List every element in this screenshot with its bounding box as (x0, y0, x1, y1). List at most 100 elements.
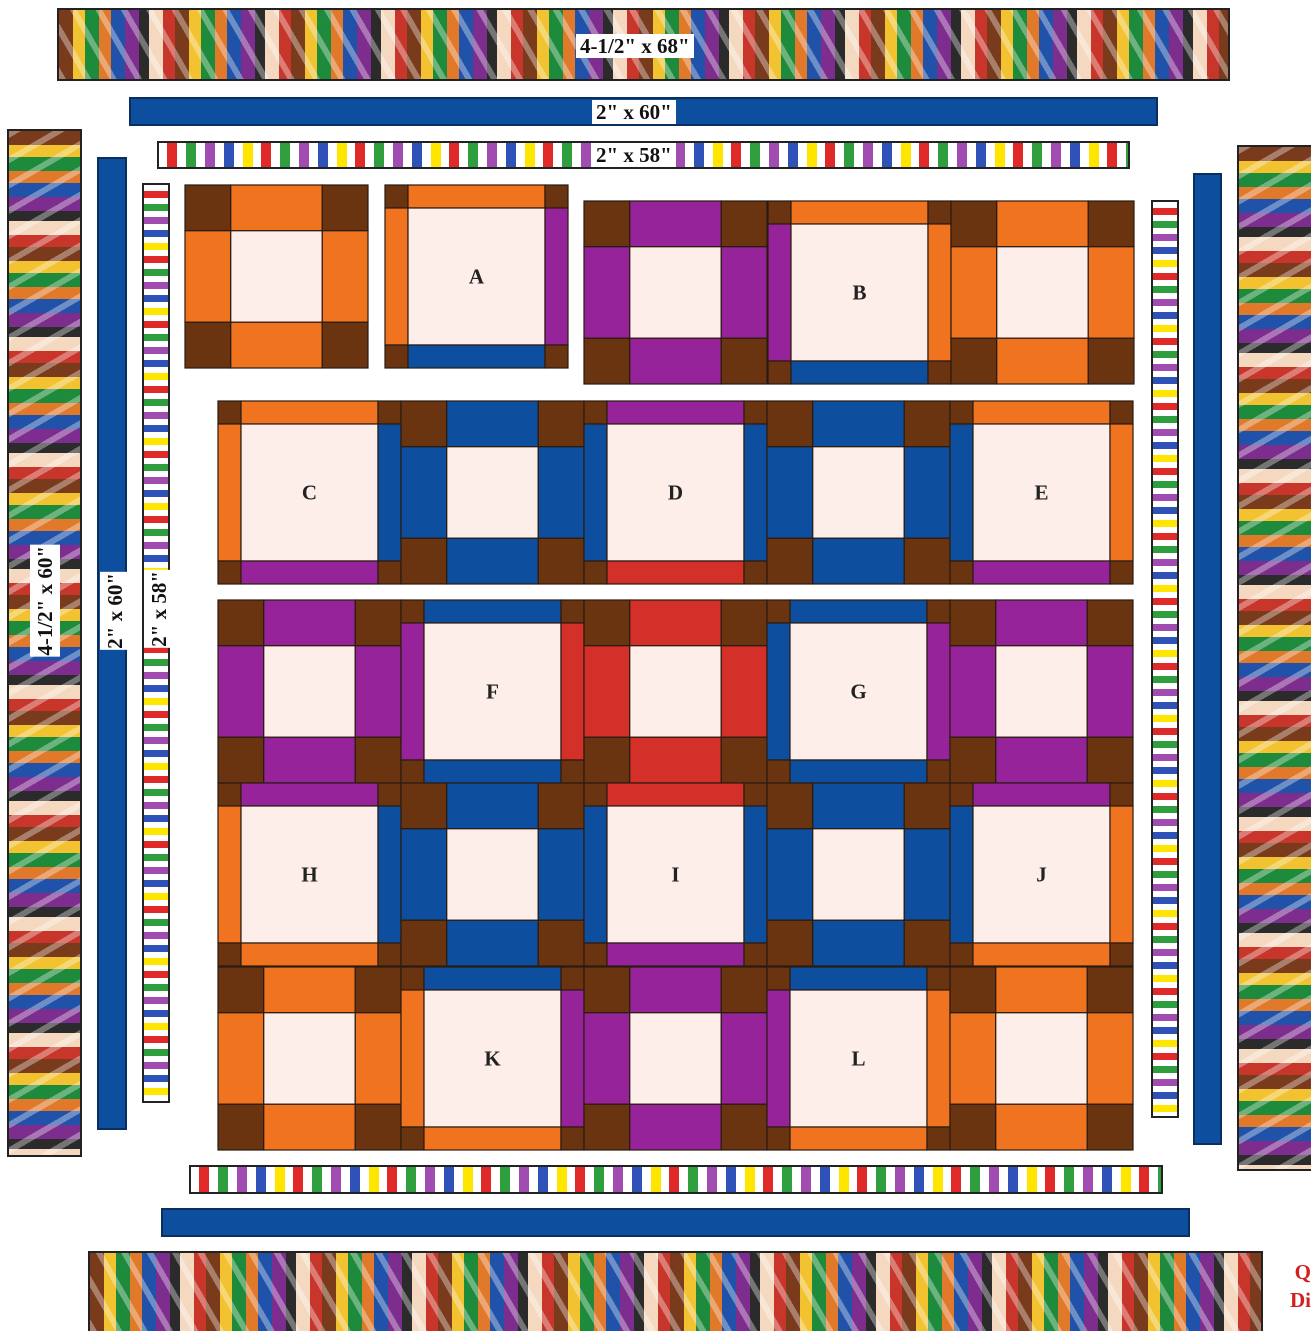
corner-square (767, 783, 813, 829)
corner-square (218, 1104, 264, 1150)
side-bar (904, 829, 950, 921)
corner-square (538, 401, 584, 447)
corner-square (767, 920, 813, 966)
center-square (996, 646, 1088, 738)
corner-square (401, 401, 447, 447)
corner-square (355, 1104, 401, 1150)
side-bar (630, 1104, 722, 1150)
left-strip (584, 806, 607, 943)
block-letter: G (850, 680, 866, 704)
side-bar (264, 1104, 356, 1150)
corner-square (538, 538, 584, 584)
corner-square (767, 967, 790, 990)
side-bar (950, 1013, 996, 1105)
corner-square (744, 783, 767, 806)
right-strip (561, 623, 584, 760)
quilt-block (218, 600, 401, 783)
side-bar (813, 783, 905, 829)
corner-square (721, 600, 767, 646)
corner-square (951, 201, 997, 247)
block-letter: J (1036, 863, 1047, 887)
corner-square (950, 783, 973, 806)
center-square (447, 447, 539, 539)
corner-square (904, 783, 950, 829)
corner-square (1088, 201, 1134, 247)
side-bar (231, 322, 323, 368)
side-bar (231, 185, 323, 231)
left-strip (768, 224, 791, 361)
corner-square (401, 967, 424, 990)
quilt-block-l: L (767, 967, 950, 1150)
corner-square (721, 338, 767, 384)
quilt-block (401, 783, 584, 966)
side-bar (447, 783, 539, 829)
side-bar (630, 600, 722, 646)
side-bar (630, 338, 722, 384)
bottom-strip (973, 561, 1110, 584)
corner-square (768, 361, 791, 384)
right-strip (744, 806, 767, 943)
quilt-block (584, 201, 767, 384)
left-strip (584, 424, 607, 561)
top-strip (408, 185, 545, 208)
right-strip (378, 806, 401, 943)
side-bar (322, 231, 368, 323)
side-bar (264, 600, 356, 646)
bottom-strip (424, 1127, 561, 1150)
corner-square (950, 561, 973, 584)
side-bar (447, 538, 539, 584)
corner-square (927, 1127, 950, 1150)
side-bar (813, 920, 905, 966)
corner-square (584, 338, 630, 384)
left-strip (218, 424, 241, 561)
corner-square (355, 600, 401, 646)
quilt-block-i: I (584, 783, 767, 966)
left-strip (767, 990, 790, 1127)
corner-square (355, 967, 401, 1013)
quilt-block-f: F (401, 600, 584, 783)
corner-square (218, 943, 241, 966)
corner-square (950, 737, 996, 783)
left-strip (950, 806, 973, 943)
center-square (264, 1013, 356, 1105)
bottom-strip (607, 561, 744, 584)
block-letter: K (484, 1047, 501, 1071)
side-bar (355, 646, 401, 738)
corner-square (928, 201, 951, 224)
side-bar (218, 646, 264, 738)
quilt-block (584, 600, 767, 783)
block-letter: D (668, 481, 683, 505)
corner-square (378, 401, 401, 424)
corner-square (545, 185, 568, 208)
corner-square (218, 783, 241, 806)
left-strip (401, 990, 424, 1127)
side-bar (996, 737, 1088, 783)
corner-square (1110, 401, 1133, 424)
side-bar (630, 967, 722, 1013)
quilt-block-k: K (401, 967, 584, 1150)
corner-square (950, 967, 996, 1013)
corner-square (401, 1127, 424, 1150)
corner-square (545, 345, 568, 368)
corner-square (927, 600, 950, 623)
corner-square (1110, 783, 1133, 806)
corner-square (218, 561, 241, 584)
quilt-block (767, 401, 950, 584)
left-strip (401, 623, 424, 760)
top-strip (241, 401, 378, 424)
right-strip (927, 623, 950, 760)
quilt-block-a: A (385, 185, 568, 368)
side-bar (264, 737, 356, 783)
bottom-strip (790, 1127, 927, 1150)
left-strip (767, 623, 790, 760)
bottom-strip (424, 760, 561, 783)
left-strip (385, 208, 408, 345)
quilt-block (950, 967, 1133, 1150)
side-bar (996, 1104, 1088, 1150)
corner-square (1087, 967, 1133, 1013)
side-bar (721, 247, 767, 339)
quilt-block-j: J (950, 783, 1133, 966)
center-square (630, 1013, 722, 1105)
right-strip (1110, 424, 1133, 561)
